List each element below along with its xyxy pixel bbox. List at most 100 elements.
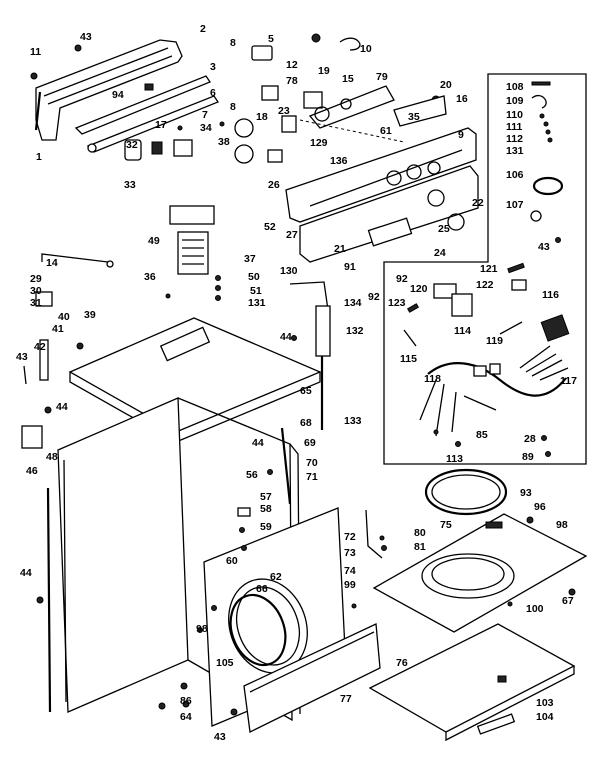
callout-80: 80 (414, 527, 426, 539)
callout-49: 49 (148, 235, 160, 247)
callout-65: 65 (300, 385, 312, 397)
door-seal (424, 468, 508, 516)
callout-91: 91 (344, 261, 356, 273)
callout-106: 106 (506, 169, 524, 181)
callout-72: 72 (344, 531, 356, 543)
callout-34: 34 (200, 122, 212, 134)
callout-25: 25 (438, 223, 450, 235)
callout-37: 37 (244, 253, 256, 265)
callout-107: 107 (506, 199, 524, 211)
callout-8: 8 (230, 37, 236, 49)
door-panel (368, 623, 576, 742)
callout-51: 51 (250, 285, 262, 297)
small-parts-left (30, 44, 193, 161)
callout-92a: 92 (368, 291, 380, 303)
callout-78: 78 (286, 75, 298, 87)
harness-box (383, 73, 587, 465)
top-cover (68, 205, 322, 444)
callout-15: 15 (342, 73, 354, 85)
callout-36: 36 (144, 271, 156, 283)
hinge-parts (21, 253, 114, 449)
callout-105: 105 (216, 657, 234, 669)
callout-57: 57 (260, 491, 272, 503)
callout-131: 131 (248, 297, 266, 309)
callout-6: 6 (210, 87, 216, 99)
callout-86: 86 (180, 695, 192, 707)
callout-74: 74 (344, 565, 356, 577)
callout-44c: 44 (252, 437, 264, 449)
callout-94: 94 (112, 89, 124, 101)
callout-43d: 43 (538, 241, 550, 253)
callout-11: 11 (30, 46, 41, 58)
callout-43c: 43 (214, 731, 226, 743)
callout-73: 73 (344, 547, 356, 559)
callout-108: 108 (506, 81, 524, 93)
callout-12: 12 (286, 59, 298, 71)
callout-43b: 43 (16, 351, 28, 363)
callout-42: 42 (34, 341, 46, 353)
callout-60: 60 (226, 555, 238, 567)
callout-40: 40 (58, 311, 70, 323)
callout-116: 116 (542, 289, 559, 301)
callout-18: 18 (256, 111, 268, 123)
callout-46: 46 (26, 465, 38, 477)
callout-98b: 98 (556, 519, 568, 531)
callout-44a: 44 (280, 331, 292, 343)
callout-44d: 44 (20, 567, 32, 579)
callout-24: 24 (434, 247, 446, 259)
callout-76: 76 (396, 657, 408, 669)
callout-75: 75 (440, 519, 452, 531)
callout-64: 64 (180, 711, 192, 723)
callout-99: 99 (344, 579, 356, 591)
door-assembly (351, 509, 588, 633)
callout-20: 20 (440, 79, 452, 91)
callout-89: 89 (522, 451, 534, 463)
callout-44b: 44 (56, 401, 68, 413)
callout-56: 56 (246, 469, 258, 481)
callout-7: 7 (202, 109, 208, 121)
callout-136: 136 (330, 155, 348, 167)
callout-52: 52 (264, 221, 276, 233)
callout-62: 62 (270, 571, 282, 583)
callout-58: 58 (260, 503, 272, 515)
callout-98a: 98 (196, 623, 208, 635)
callout-81: 81 (414, 541, 426, 553)
callout-85: 85 (476, 429, 488, 441)
callout-59: 59 (260, 521, 272, 533)
callout-1: 1 (36, 151, 42, 163)
callout-119: 119 (486, 335, 503, 347)
callout-43: 43 (80, 31, 92, 43)
callout-104: 104 (536, 711, 554, 723)
callout-123: 123 (388, 297, 406, 309)
callout-70: 70 (306, 457, 318, 469)
callout-28: 28 (524, 433, 536, 445)
callout-117: 117 (560, 375, 577, 387)
callout-110: 110 (506, 109, 523, 121)
callout-69: 69 (304, 437, 316, 449)
callout-134: 134 (344, 297, 362, 309)
callout-100: 100 (526, 603, 544, 615)
callout-5: 5 (268, 33, 274, 45)
callout-129: 129 (310, 137, 328, 149)
callout-9: 9 (458, 129, 464, 141)
control-switches (219, 33, 441, 164)
callout-14: 14 (46, 257, 58, 269)
cabinet (36, 397, 301, 722)
callout-48: 48 (46, 451, 58, 463)
callout-2: 2 (200, 23, 206, 35)
callout-79: 79 (376, 71, 388, 83)
callout-130: 130 (280, 265, 298, 277)
callout-113: 113 (446, 453, 463, 465)
callout-131b: 131 (506, 145, 524, 157)
callout-19: 19 (318, 65, 330, 77)
callout-22: 22 (472, 197, 484, 209)
callout-122: 122 (476, 279, 494, 291)
callout-118: 118 (424, 373, 441, 385)
callout-61: 61 (380, 125, 392, 137)
control-panel (285, 85, 479, 263)
callout-67: 67 (562, 595, 574, 607)
callout-29: 29 (30, 273, 42, 285)
callout-8b: 8 (230, 101, 236, 113)
callout-120: 120 (410, 283, 428, 295)
callout-50: 50 (248, 271, 260, 283)
